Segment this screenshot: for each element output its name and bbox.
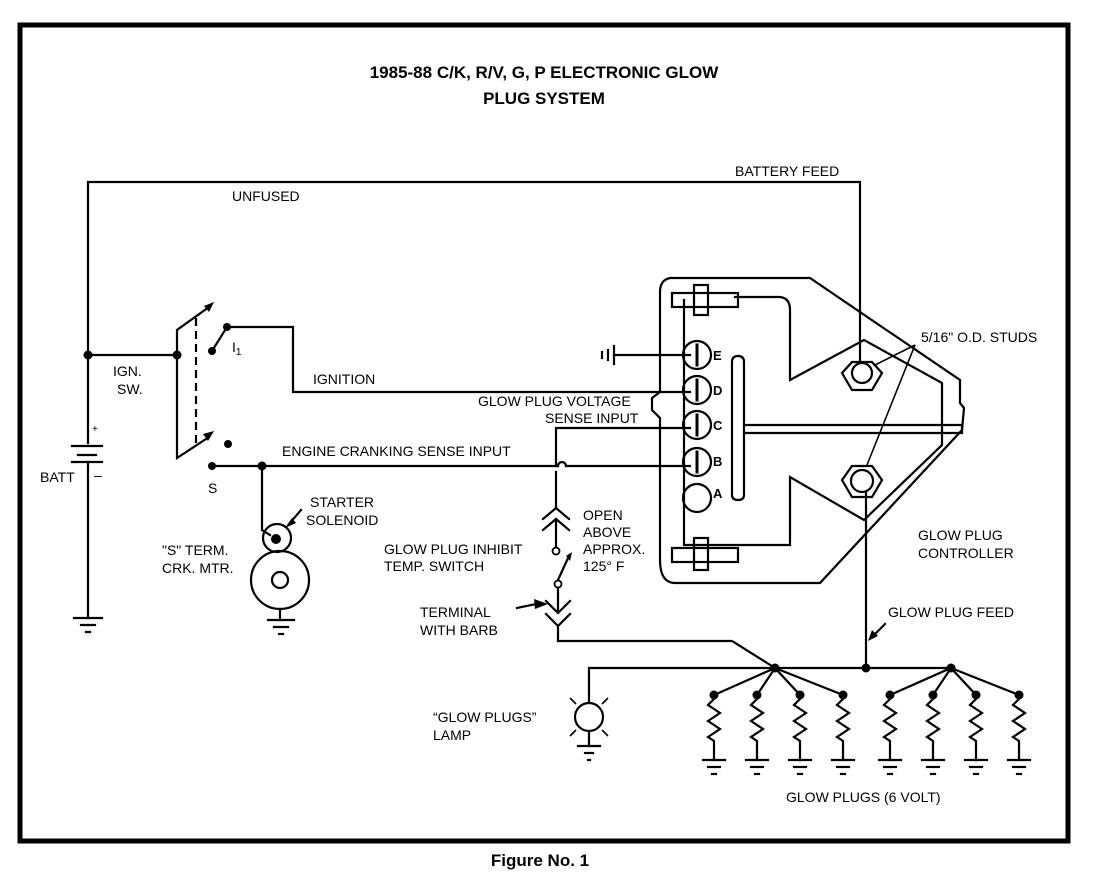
diagram-title-line2: PLUG SYSTEM xyxy=(483,89,605,108)
lamp-symbol xyxy=(569,666,609,762)
svg-text:B: B xyxy=(713,454,722,469)
label-glow-plugs: GLOW PLUGS (6 VOLT) xyxy=(786,789,941,805)
label-s-term-2: CRK. MTR. xyxy=(162,560,234,576)
ground-icon xyxy=(1006,758,1032,776)
connector-pins: E D C B A xyxy=(681,339,723,514)
ground-icon xyxy=(701,758,727,776)
label-open-2: ABOVE xyxy=(583,524,631,540)
ground-icon xyxy=(787,758,813,776)
label-starter-1: STARTER xyxy=(310,494,374,510)
label-inhibit-1: GLOW PLUG INHIBIT xyxy=(384,541,523,557)
label-s-term-1: "S" TERM. xyxy=(162,542,228,558)
label-controller-1: GLOW PLUG xyxy=(918,527,1003,543)
pin-b: B xyxy=(681,446,722,478)
glow-plug xyxy=(920,666,953,776)
glow-plug xyxy=(701,666,777,776)
ground-icon xyxy=(830,758,856,776)
label-ign-sw-1: IGN. xyxy=(113,363,142,379)
label-s-terminal: S xyxy=(208,480,217,496)
pin-d: D xyxy=(681,374,722,406)
voltage-sense-wire xyxy=(554,426,692,510)
glow-plug-controller xyxy=(650,276,966,585)
figure-caption: Figure No. 1 xyxy=(491,851,589,870)
ground-icon xyxy=(877,758,903,776)
ground-icon xyxy=(963,758,989,776)
ground-icon xyxy=(920,758,946,776)
resistor-icon xyxy=(706,697,722,762)
label-open-1: OPEN xyxy=(583,507,623,523)
svg-text:E: E xyxy=(713,348,722,363)
resistor-icon xyxy=(925,697,941,762)
battery-feed-wire xyxy=(86,180,862,364)
battery-plus-sign: + xyxy=(92,424,98,435)
label-gp-feed: GLOW PLUG FEED xyxy=(888,604,1014,620)
label-unfused: UNFUSED xyxy=(232,188,300,204)
label-gp-voltage-1: GLOW PLUG VOLTAGE xyxy=(478,393,631,409)
label-gp-voltage-2: SENSE INPUT xyxy=(545,410,639,426)
glow-plugs-group xyxy=(701,666,1032,776)
label-ignition: IGNITION xyxy=(313,371,375,387)
svg-text:D: D xyxy=(713,383,722,398)
ignition-switch-symbol xyxy=(175,302,232,470)
glow-plug xyxy=(744,666,777,776)
pin-a: A xyxy=(681,482,723,514)
resistor-icon xyxy=(968,697,984,762)
ignition-wire xyxy=(225,325,692,394)
pin-e: E xyxy=(681,339,722,371)
label-battery-feed: BATTERY FEED xyxy=(735,163,839,179)
ground-icon xyxy=(744,758,770,776)
resistor-icon xyxy=(835,697,851,762)
label-terminal-2: WITH BARB xyxy=(420,622,498,638)
battery-symbol: + – xyxy=(70,353,104,620)
svg-text:C: C xyxy=(713,418,723,433)
battery-minus-sign: – xyxy=(94,467,102,483)
label-batt: BATT xyxy=(40,469,75,485)
ground-icon xyxy=(600,344,692,366)
glow-plug xyxy=(949,666,1032,776)
label-starter-2: SOLENOID xyxy=(306,512,378,528)
junction-dot xyxy=(861,663,871,673)
label-lamp-2: LAMP xyxy=(433,727,471,743)
pin-c: C xyxy=(681,409,723,441)
label-engine-cranking: ENGINE CRANKING SENSE INPUT xyxy=(282,443,511,459)
label-ign-sw-2: SW. xyxy=(117,381,143,397)
label-lamp-1: “GLOW PLUGS” xyxy=(433,709,537,725)
glow-plug-feed-wire xyxy=(587,490,953,670)
resistor-icon xyxy=(792,697,808,762)
label-controller-2: CONTROLLER xyxy=(918,545,1014,561)
studs-leader-lines xyxy=(866,344,916,466)
resistor-icon xyxy=(882,697,898,762)
temp-switch-symbol xyxy=(515,506,572,643)
glow-plug xyxy=(773,666,813,776)
label-studs: 5/16" O.D. STUDS xyxy=(921,329,1037,345)
diagram-frame xyxy=(17,22,1071,844)
glow-plug xyxy=(877,666,953,776)
label-open-3: APPROX. xyxy=(583,541,645,557)
svg-text:A: A xyxy=(713,486,723,501)
label-terminal-1: TERMINAL xyxy=(420,604,491,620)
diagram-title-line1: 1985-88 C/K, R/V, G, P ELECTRONIC GLOW xyxy=(370,63,720,82)
label-open-4: 125° F xyxy=(583,558,624,574)
glow-plug xyxy=(949,666,989,776)
glow-plug xyxy=(773,666,856,776)
label-i1: I1 xyxy=(232,339,242,358)
engine-cranking-wire xyxy=(210,460,692,468)
starter-motor-symbol xyxy=(249,464,311,636)
label-inhibit-2: TEMP. SWITCH xyxy=(384,558,484,574)
ground-icon xyxy=(72,616,104,634)
resistor-icon xyxy=(749,697,765,762)
temp-switch-return-wire xyxy=(556,639,777,670)
resistor-icon xyxy=(1011,697,1027,762)
